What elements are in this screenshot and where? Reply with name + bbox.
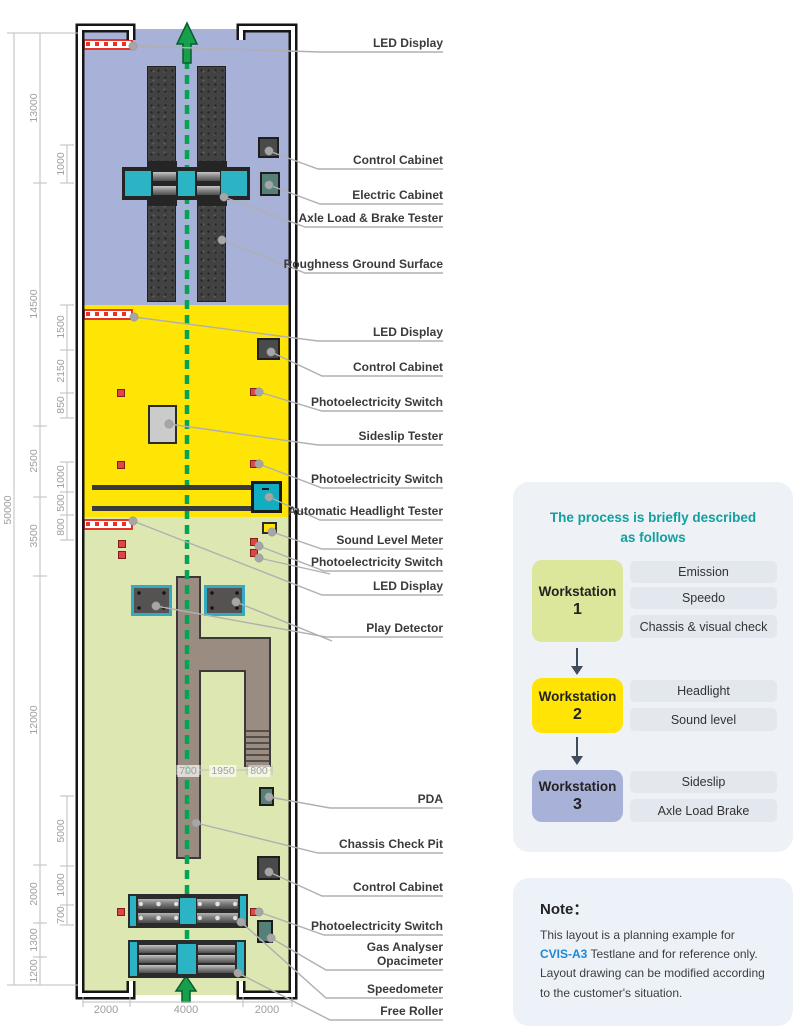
label-electric-cabinet: Electric Cabinet bbox=[352, 188, 443, 202]
label-sound-level-meter: Sound Level Meter bbox=[336, 533, 443, 547]
label-roughness-ground-surface: Roughness Ground Surface bbox=[283, 257, 443, 271]
photoelectricity-switch bbox=[117, 908, 125, 916]
play-detector-right bbox=[204, 585, 245, 616]
headlight-tester-rail-lower bbox=[92, 506, 254, 511]
axle-load-brake-tester bbox=[122, 161, 250, 206]
process-title-line2: as follows bbox=[620, 530, 686, 545]
process-item-chassis-visual-check: Chassis & visual check bbox=[630, 615, 777, 638]
flow-arrow-2 bbox=[576, 737, 578, 757]
photoelectricity-switch bbox=[117, 461, 125, 469]
dim-minor: 700 bbox=[55, 906, 67, 924]
label-play-detector: Play Detector bbox=[366, 621, 443, 635]
label-opacimeter: Opacimeter bbox=[376, 954, 443, 968]
label-automatic-headlight-tester: Automatic Headlight Tester bbox=[287, 504, 443, 518]
gas-analyser-opacimeter bbox=[257, 920, 273, 943]
dim-pit: 800 bbox=[248, 765, 270, 777]
label-photoelectricity-switch: Photoelectricity Switch bbox=[310, 919, 443, 933]
dim-major: 12000 bbox=[28, 705, 40, 735]
photoelectricity-switch bbox=[250, 388, 258, 396]
dim-minor: 1000 bbox=[55, 873, 67, 897]
label-sideslip-tester: Sideslip Tester bbox=[358, 429, 443, 443]
workstation-1-box: Workstation 1 bbox=[532, 560, 623, 642]
label-control-cabinet: Control Cabinet bbox=[353, 360, 443, 374]
photoelectricity-switch bbox=[118, 540, 126, 548]
label-gas-analyser: Gas Analyser bbox=[366, 940, 443, 954]
label-free-roller: Free Roller bbox=[380, 1004, 443, 1018]
dim-bottom: 2000 bbox=[93, 1004, 119, 1016]
process-item-sound-level: Sound level bbox=[630, 708, 777, 731]
note-body: This layout is a planning example for CV… bbox=[540, 928, 765, 1000]
dim-major: 14500 bbox=[28, 289, 40, 319]
photoelectricity-switch bbox=[250, 908, 258, 916]
photoelectricity-switch bbox=[250, 549, 258, 557]
headlight-tester-rail-upper bbox=[92, 485, 254, 490]
process-item-sideslip: Sideslip bbox=[630, 771, 777, 793]
brake-tester-frame bbox=[122, 167, 250, 200]
flow-arrow-1 bbox=[576, 648, 578, 667]
note-highlight-cvis-a3: CVIS-A3 bbox=[540, 947, 588, 962]
led-display-bottom bbox=[83, 519, 133, 530]
label-led-display: LED Display bbox=[372, 325, 443, 339]
dim-minor: 1500 bbox=[55, 315, 67, 339]
photoelectricity-switch bbox=[250, 460, 258, 468]
process-item-speedo: Speedo bbox=[630, 587, 777, 609]
photoelectricity-switch bbox=[117, 389, 125, 397]
label-led-display: LED Display bbox=[372, 579, 443, 593]
sideslip-tester bbox=[148, 405, 177, 444]
workstation-3-box: Workstation 3 bbox=[532, 770, 623, 822]
label-control-cabinet: Control Cabinet bbox=[353, 153, 443, 167]
label-photoelectricity-switch: Photoelectricity Switch bbox=[310, 472, 443, 486]
control-cabinet-zone1 bbox=[257, 856, 280, 880]
led-display-middle bbox=[83, 309, 133, 320]
pda bbox=[259, 787, 274, 806]
play-detector-left bbox=[131, 585, 172, 616]
led-display-top bbox=[83, 39, 133, 50]
label-photoelectricity-switch: Photoelectricity Switch bbox=[310, 395, 443, 409]
label-axle-load-brake-tester: Axle Load & Brake Tester bbox=[298, 211, 444, 225]
workstation-2-box: Workstation 2 bbox=[532, 678, 623, 733]
process-item-axle-load-brake: Axle Load Brake bbox=[630, 799, 777, 822]
label-led-display: LED Display bbox=[372, 36, 443, 50]
dim-pit: 700 bbox=[177, 765, 199, 777]
speedometer bbox=[128, 894, 248, 928]
dim-minor: 500 bbox=[55, 494, 67, 512]
dim-bottom: 2000 bbox=[254, 1004, 280, 1016]
label-photoelectricity-switch: Photoelectricity Switch bbox=[310, 555, 443, 569]
dim-pit: 1950 bbox=[209, 765, 237, 777]
note-heading: Note： bbox=[540, 901, 589, 918]
process-title-line1: The process is briefly described bbox=[549, 510, 757, 525]
dim-minor: 2150 bbox=[55, 359, 67, 383]
dim-major: 2000 bbox=[28, 882, 40, 906]
process-item-emission: Emission bbox=[630, 561, 777, 583]
dim-major: 2500 bbox=[28, 449, 40, 473]
control-cabinet-zone2 bbox=[257, 338, 280, 360]
dim-minor: 800 bbox=[55, 518, 67, 536]
label-chassis-check-pit: Chassis Check Pit bbox=[338, 837, 443, 851]
photoelectricity-switch bbox=[118, 551, 126, 559]
note-panel bbox=[513, 878, 793, 1026]
label-pda: PDA bbox=[417, 792, 443, 806]
dim-major: 3500 bbox=[28, 524, 40, 548]
photoelectricity-switch bbox=[250, 538, 258, 546]
dim-minor: 1000 bbox=[55, 152, 67, 176]
dim-minor: 850 bbox=[55, 396, 67, 414]
dim-minor: 1000 bbox=[55, 465, 67, 489]
dim-total: 50000 bbox=[2, 495, 14, 525]
label-speedometer: Speedometer bbox=[366, 982, 443, 996]
free-roller bbox=[128, 940, 246, 978]
dim-major: 1300 bbox=[28, 928, 40, 952]
dim-minor: 5000 bbox=[55, 819, 67, 843]
dim-major: 1200 bbox=[28, 959, 40, 983]
label-control-cabinet: Control Cabinet bbox=[353, 880, 443, 894]
dim-bottom: 4000 bbox=[173, 1004, 199, 1016]
dim-major: 13000 bbox=[28, 93, 40, 123]
process-item-headlight: Headlight bbox=[630, 680, 777, 702]
